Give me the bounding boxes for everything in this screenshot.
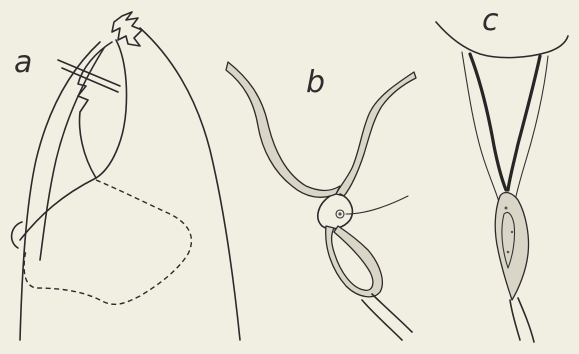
panel-label-c: c <box>482 3 499 38</box>
panel-label-b: b <box>306 65 325 100</box>
panel-c: c <box>436 3 568 342</box>
panel-c-tail-right <box>518 298 534 342</box>
panel-c-speck-1 <box>505 207 508 210</box>
panel-c-left-rod <box>470 54 506 190</box>
panel-a-left-contour-inner <box>40 48 104 260</box>
panel-c-right-boundary <box>514 56 548 206</box>
panel-b-pore-dot <box>338 212 341 215</box>
panel-a-outer-contour <box>140 28 240 340</box>
panel-a-knob <box>12 222 22 248</box>
panel-b-lower-loop <box>326 226 383 297</box>
panel-c-speck-3 <box>507 251 510 254</box>
panel-b-right-arm <box>336 72 416 196</box>
panel-c-right-rod <box>508 56 540 190</box>
panel-b-tail-upper <box>372 294 412 332</box>
panel-b-tail-lower <box>362 300 402 340</box>
panel-c-tail-left <box>510 300 520 340</box>
panel-c-top-arc <box>436 22 568 58</box>
panel-c-central-body <box>495 193 528 300</box>
panel-c-speck-2 <box>511 231 513 233</box>
panel-b: b <box>226 62 416 340</box>
panel-b-bulb <box>318 194 353 229</box>
panel-a-inner-jaw <box>96 40 127 178</box>
panel-a: a <box>12 12 240 340</box>
panel-label-a: a <box>14 45 32 80</box>
panel-b-side-filament <box>346 196 408 214</box>
panel-c-left-boundary <box>462 52 500 206</box>
